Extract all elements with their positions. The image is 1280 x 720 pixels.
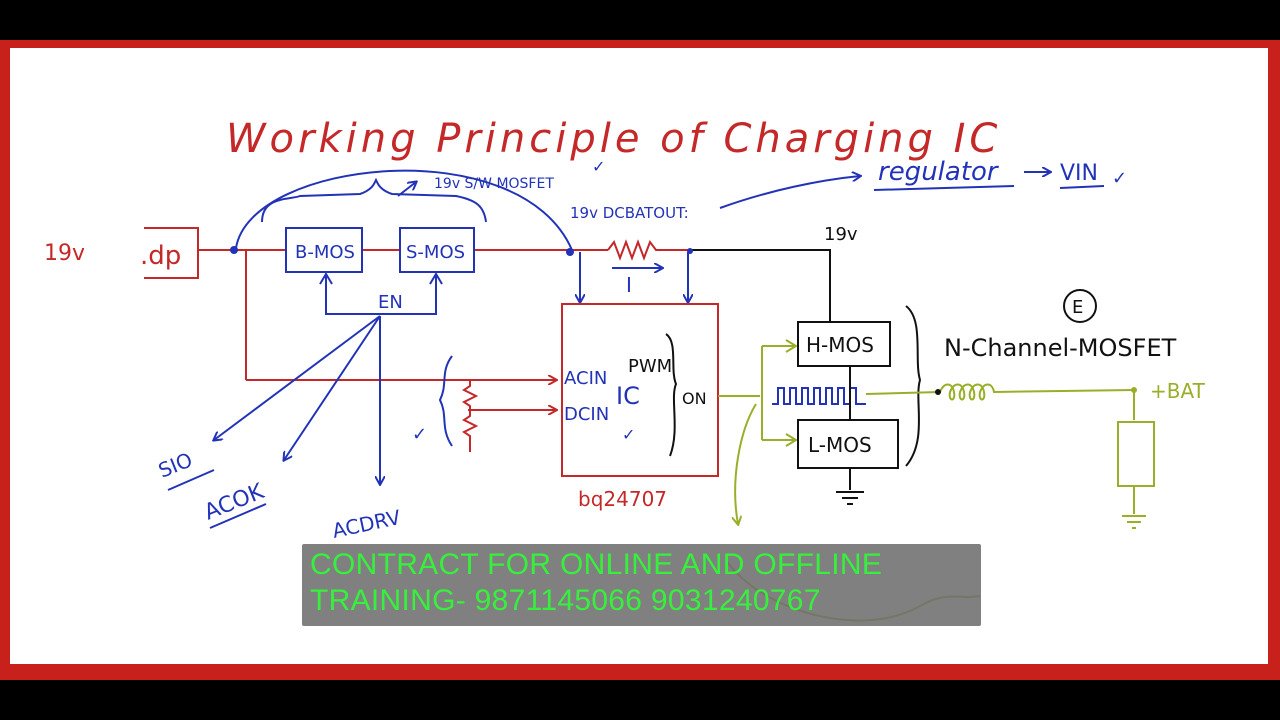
pwm-label: PWM xyxy=(628,356,672,377)
current-label: I xyxy=(626,273,632,297)
regulator-label: regulator xyxy=(878,157,1000,187)
tick-mark: ✓ xyxy=(592,157,605,176)
battery-ground-symbol xyxy=(1122,515,1146,529)
regulator-arrow xyxy=(719,176,860,209)
divider-resistors xyxy=(462,380,479,452)
dcin-pin-label: DCIN xyxy=(564,404,609,425)
dcbatout-label: 19v DCBATOUT: xyxy=(570,204,689,222)
pwm-gate-arrow-bottom xyxy=(785,433,798,447)
vin-tick: ✓ xyxy=(1112,168,1127,189)
regulator-underline xyxy=(873,185,1015,191)
mos-brace xyxy=(905,305,922,467)
sense-resistor-black xyxy=(690,249,831,322)
pwm-brace xyxy=(665,333,678,457)
lmos-box xyxy=(797,419,899,469)
nchannel-label: N-Channel-MOSFET xyxy=(944,334,1177,362)
title: Working Principle of Charging IC xyxy=(226,116,1001,162)
output-inductor xyxy=(939,383,1135,401)
acdrv-label: ACDRV xyxy=(330,505,403,543)
en-label: EN xyxy=(378,292,403,313)
brace-arrow xyxy=(397,182,416,197)
divider-tick: ✓ xyxy=(412,424,427,445)
sio-underline xyxy=(167,469,215,491)
e-circle xyxy=(1063,289,1097,323)
switch-brace xyxy=(261,177,487,223)
overlay-line-2: TRAINING- 9871145066 9031240767 xyxy=(310,584,821,617)
input-voltage-label: 19v. xyxy=(44,241,90,266)
ic-label: IC xyxy=(616,382,640,410)
hmos-box xyxy=(797,321,891,367)
overlay-line-1: CONTRACT FOR ONLINE AND OFFLINE xyxy=(310,548,883,581)
sio-label: SIO xyxy=(155,448,196,483)
battery-load xyxy=(1117,421,1155,487)
ic-tick: ✓ xyxy=(622,425,635,444)
on-label: ON xyxy=(682,389,707,408)
bmos-label: B-MOS xyxy=(295,242,355,263)
acin-pin-label: ACIN xyxy=(564,368,607,389)
en-arrow-left xyxy=(319,272,333,285)
divider-brace xyxy=(438,355,453,447)
hmos-label: H-MOS xyxy=(806,333,874,357)
charging-ic-box xyxy=(561,303,719,477)
bmos-box xyxy=(285,227,363,273)
sw-mosfet-label: 19v S/W MOSFET xyxy=(434,176,554,192)
en-arrow-right xyxy=(429,272,443,285)
bat-label: +BAT xyxy=(1150,379,1206,403)
switch-arc xyxy=(235,169,573,251)
training-contact-overlay: CONTRACT FOR ONLINE AND OFFLINE TRAINING… xyxy=(302,544,981,626)
vin-underline xyxy=(1059,185,1105,189)
ground-symbol xyxy=(836,491,864,505)
acok-arrow xyxy=(284,315,381,460)
e-label: E xyxy=(1072,297,1083,318)
smos-box xyxy=(399,227,475,273)
switch-node-wire xyxy=(865,391,941,395)
junction-dot-mid xyxy=(566,248,574,256)
inductor-node-dot xyxy=(935,389,941,395)
en-connection xyxy=(325,276,437,315)
pwm-gate-arrow-top xyxy=(785,339,798,353)
sio-arrow xyxy=(214,315,381,440)
adapter-label: .dp xyxy=(140,241,181,271)
pwm-gate-drive xyxy=(761,345,794,441)
feedback-curve xyxy=(735,403,757,524)
pwm-waveform xyxy=(772,387,866,405)
adapter-erased-area xyxy=(84,218,144,290)
v19-right-label: 19v xyxy=(824,224,858,245)
sense-resistor xyxy=(607,239,830,261)
chip-label: bq24707 xyxy=(578,487,667,511)
acok-underline xyxy=(209,503,267,529)
vin-label: VIN xyxy=(1060,161,1098,186)
smos-label: S-MOS xyxy=(406,242,465,263)
lmos-label: L-MOS xyxy=(808,433,872,457)
